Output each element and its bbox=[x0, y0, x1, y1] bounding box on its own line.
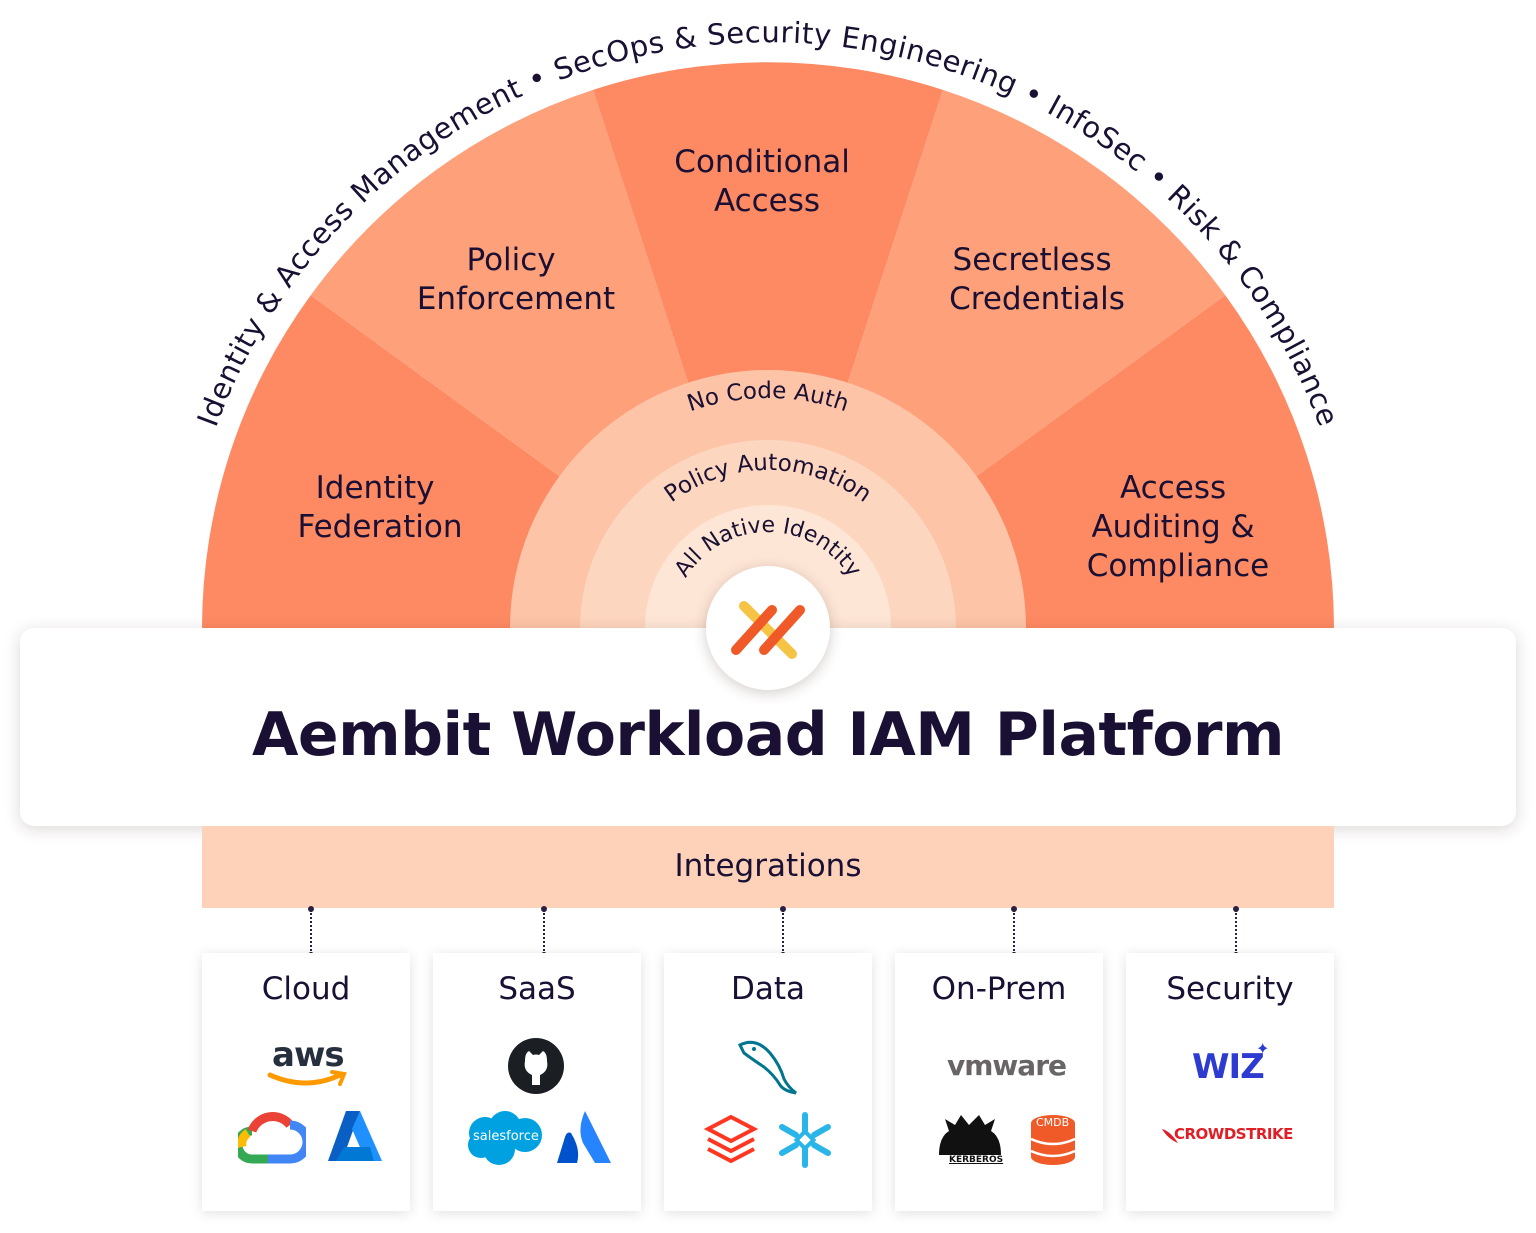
integration-title-data: Data bbox=[730, 971, 806, 1007]
integration-card-data: Data bbox=[664, 953, 872, 1211]
databricks-logo bbox=[704, 1114, 758, 1164]
capability-identity-federation: Identity Federation bbox=[297, 470, 462, 545]
kerberos-logo: KERBEROS bbox=[935, 1111, 1005, 1169]
integration-title-saas: SaaS bbox=[498, 971, 576, 1007]
google-cloud-logo bbox=[238, 1112, 306, 1164]
integration-title-on-prem: On-Prem bbox=[931, 971, 1067, 1007]
connector-on-prem bbox=[1011, 906, 1017, 958]
connector-saas bbox=[541, 906, 547, 958]
aws-logo: aws bbox=[266, 1035, 350, 1093]
crowdstrike-logo: CROWDSTRIKE bbox=[1160, 1123, 1310, 1147]
github-logo bbox=[508, 1038, 564, 1094]
integration-title-cloud: Cloud bbox=[261, 971, 351, 1007]
integration-card-cloud: Cloud aws bbox=[202, 953, 410, 1211]
capability-secretless-credentials: Secretless Credentials bbox=[949, 242, 1125, 317]
snowflake-logo bbox=[779, 1112, 831, 1168]
integration-card-saas: SaaS salesforce bbox=[433, 953, 641, 1211]
integration-card-on-prem: On-Prem vmware KERBEROS CMDB bbox=[895, 953, 1103, 1211]
mysql-logo bbox=[737, 1040, 797, 1095]
capability-conditional-access: Conditional Access bbox=[674, 144, 859, 219]
vmware-logo: vmware bbox=[947, 1049, 1067, 1082]
connector-cloud bbox=[308, 906, 314, 958]
segment-conditional-access bbox=[593, 62, 943, 629]
salesforce-logo: salesforce bbox=[463, 1109, 545, 1167]
platform-title: Aembit Workload IAM Platform bbox=[251, 700, 1285, 770]
azure-logo bbox=[328, 1111, 382, 1161]
connector-security bbox=[1233, 906, 1239, 958]
cmdb-logo: CMDB bbox=[1029, 1113, 1077, 1165]
integrations-bar: Integrations bbox=[202, 826, 1334, 908]
integration-title-security: Security bbox=[1166, 971, 1294, 1007]
integration-card-security: Security WIZ ✦ CROWDSTRIKE bbox=[1126, 953, 1334, 1211]
atlassian-logo bbox=[557, 1111, 611, 1163]
connector-data bbox=[780, 906, 786, 958]
capability-policy-enforcement: Policy Enforcement bbox=[417, 242, 615, 317]
aembit-logo-badge bbox=[706, 566, 830, 690]
wiz-logo: WIZ ✦ bbox=[1192, 1039, 1270, 1087]
sparkle-icon: ✦ bbox=[1256, 1039, 1270, 1058]
capability-access-auditing-compliance: Access Auditing & Compliance bbox=[1087, 470, 1269, 584]
aembit-logo-icon bbox=[731, 601, 805, 659]
integrations-label: Integrations bbox=[674, 848, 862, 884]
